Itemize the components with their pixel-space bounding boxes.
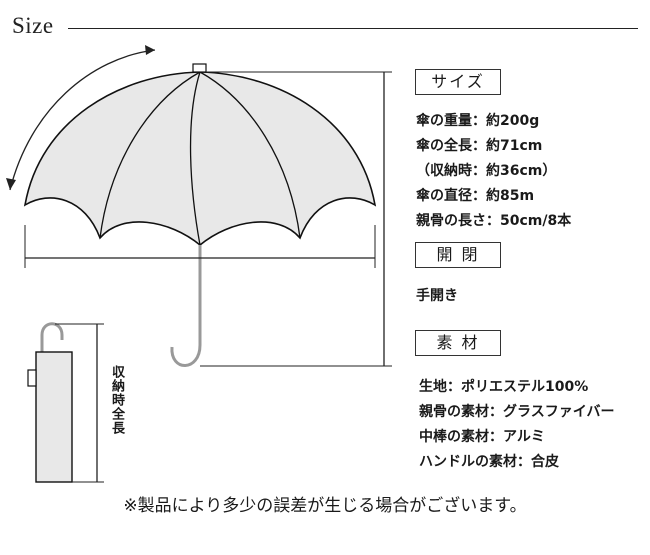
umbrella-top-cap bbox=[192, 63, 207, 73]
opening-section-label: 開 閉 bbox=[415, 242, 501, 268]
opening-value: 手開き bbox=[416, 288, 458, 304]
folded-umbrella-body bbox=[35, 351, 73, 483]
rib-length-arrow bbox=[9, 49, 156, 191]
rib-arrow-head-bottom bbox=[6, 178, 16, 190]
folded-strap bbox=[27, 369, 37, 387]
material-fabric: 生地：ポリエステル100% bbox=[419, 379, 589, 395]
spec-rib-length: 親骨の長さ：50cm/8本 bbox=[416, 213, 572, 229]
umbrella-canopy bbox=[23, 71, 377, 247]
material-shaft: 中棒の素材：アルミ bbox=[419, 429, 545, 445]
spec-weight: 傘の重量：約200g bbox=[416, 113, 540, 129]
folded-length-label: 収納時全長 bbox=[109, 365, 124, 435]
title-rule bbox=[68, 28, 638, 29]
umbrella-handle bbox=[170, 320, 202, 367]
material-section-label: 素 材 bbox=[415, 330, 501, 356]
page-title: Size bbox=[12, 13, 54, 38]
rib-arrow-head-top bbox=[145, 45, 155, 55]
material-handle: ハンドルの素材：合皮 bbox=[419, 454, 559, 470]
umbrella-ribs bbox=[99, 71, 301, 246]
footnote: ※製品により多少の誤差が生じる場合がございます。 bbox=[123, 496, 527, 516]
material-ribs: 親骨の素材：グラスファイバー bbox=[419, 404, 615, 420]
size-section-label: サイズ bbox=[415, 69, 501, 95]
spec-diameter: 傘の直径：約85m bbox=[416, 188, 535, 204]
spec-folded-length: （収納時：約36cm） bbox=[416, 163, 557, 179]
folded-handle bbox=[40, 322, 64, 352]
spec-total-length: 傘の全長：約71cm bbox=[416, 138, 543, 154]
